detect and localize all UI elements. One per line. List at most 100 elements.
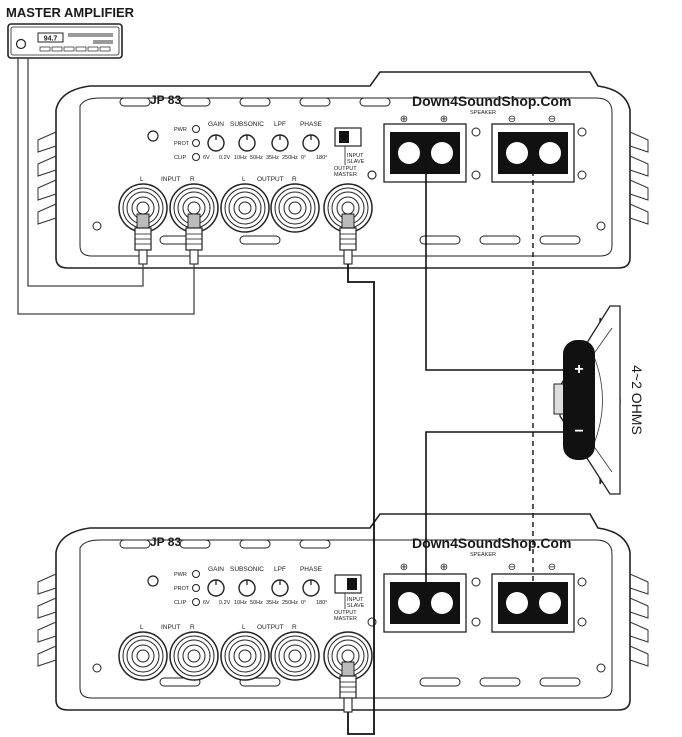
input-mode-switch[interactable]: INPUT SLAVE OUTPUT MASTER: [334, 127, 365, 178]
svg-text:0°: 0°: [301, 600, 306, 606]
svg-text:PWR: PWR: [174, 572, 187, 578]
svg-text:R: R: [190, 624, 195, 631]
amp-model: JP 83: [150, 535, 181, 549]
svg-text:SUBSONIC: SUBSONIC: [230, 121, 264, 128]
svg-text:250Hz: 250Hz: [282, 155, 298, 161]
indicator-leds: PWR PROT CLIP: [174, 570, 200, 606]
svg-text:35Hz: 35Hz: [266, 155, 279, 161]
svg-text:OUTPUT: OUTPUT: [257, 176, 284, 183]
output-l-jack[interactable]: [220, 183, 270, 233]
svg-text:PROT: PROT: [174, 141, 190, 147]
svg-text:SLAVE: SLAVE: [347, 603, 365, 609]
svg-text:10Hz: 10Hz: [234, 155, 247, 161]
subsonic-knob[interactable]: SUBSONIC 10Hz 50Hz: [230, 566, 264, 606]
svg-text:OUTPUT: OUTPUT: [334, 166, 357, 172]
svg-text:0°: 0°: [301, 155, 306, 161]
svg-text:OUTPUT: OUTPUT: [334, 610, 357, 616]
output-r-jack[interactable]: [270, 631, 320, 681]
subsonic-knob[interactable]: SUBSONIC 10Hz 50Hz: [230, 121, 264, 161]
svg-text:⊕: ⊕: [440, 114, 448, 125]
svg-text:GAIN: GAIN: [208, 566, 224, 573]
svg-text:50Hz: 50Hz: [250, 600, 263, 606]
diagram-title: MASTER AMPLIFIER: [6, 5, 135, 20]
phase-knob[interactable]: PHASE 0° 180°: [300, 121, 327, 161]
svg-text:PROT: PROT: [174, 586, 190, 592]
lpf-knob[interactable]: LPF 35Hz 250Hz: [266, 566, 298, 606]
svg-text:⊖: ⊖: [508, 562, 516, 573]
svg-text:L: L: [140, 624, 144, 631]
speaker-wires: [425, 153, 566, 603]
svg-text:6V: 6V: [203, 155, 210, 161]
amp-brand: Down4SoundShop.Com: [412, 535, 571, 551]
subwoofer-speaker: + − 4~2 OHMS: [553, 305, 645, 495]
svg-text:⊕: ⊕: [400, 114, 408, 125]
head-unit-display: 94.7: [44, 36, 58, 43]
gain-knob[interactable]: GAIN 6V 0.2V: [203, 121, 231, 161]
svg-text:OUTPUT: OUTPUT: [257, 624, 284, 631]
svg-text:⊕: ⊕: [440, 562, 448, 573]
knob-icon: [15, 38, 27, 50]
svg-text:⊕: ⊕: [400, 562, 408, 573]
svg-text:SUBSONIC: SUBSONIC: [230, 566, 264, 573]
svg-text:0.2V: 0.2V: [219, 155, 231, 161]
svg-text:⊖: ⊖: [508, 114, 516, 125]
svg-text:L: L: [140, 176, 144, 183]
svg-text:INPUT: INPUT: [161, 624, 181, 631]
indicator-leds: PWR PROT CLIP: [174, 125, 200, 161]
svg-text:INPUT: INPUT: [347, 597, 364, 603]
svg-text:180°: 180°: [316, 600, 327, 606]
output-l-jack[interactable]: [220, 631, 270, 681]
svg-text:R: R: [292, 624, 297, 631]
gain-knob[interactable]: GAIN 6V 0.2V: [203, 566, 231, 606]
speaker-label: SPEAKER: [470, 110, 496, 116]
slave-link-wire: [347, 264, 375, 735]
svg-text:250Hz: 250Hz: [282, 600, 298, 606]
svg-text:PHASE: PHASE: [300, 566, 323, 573]
amplifier-master: JP 83 Down4SoundShop.Com SPEAKER PWR PRO…: [37, 71, 649, 269]
svg-text:CLIP: CLIP: [174, 600, 187, 606]
lpf-knob[interactable]: LPF 35Hz 250Hz: [266, 121, 298, 161]
head-unit: 94.7: [7, 23, 123, 59]
output-labels: L OUTPUT R: [242, 176, 297, 183]
output-r-jack[interactable]: [270, 183, 320, 233]
svg-text:INPUT: INPUT: [161, 176, 181, 183]
input-labels: L INPUT R: [140, 624, 195, 631]
svg-text:50Hz: 50Hz: [250, 155, 263, 161]
svg-text:35Hz: 35Hz: [266, 600, 279, 606]
output-labels: L OUTPUT R: [242, 624, 297, 631]
svg-text:R: R: [190, 176, 195, 183]
input-wires: [17, 58, 195, 315]
amp-brand: Down4SoundShop.Com: [412, 93, 571, 109]
input-mode-switch[interactable]: INPUT SLAVE OUTPUT MASTER: [334, 574, 365, 622]
svg-text:CLIP: CLIP: [174, 155, 187, 161]
svg-text:PHASE: PHASE: [300, 121, 323, 128]
input-labels: L INPUT R: [140, 176, 195, 183]
svg-text:⊖: ⊖: [548, 562, 556, 573]
svg-text:R: R: [292, 176, 297, 183]
speaker-minus-label: −: [574, 423, 583, 440]
speaker-plus-label: +: [574, 361, 583, 378]
amplifier-slave: JP 83 Down4SoundShop.Com SPEAKER PWR PRO…: [37, 513, 649, 713]
svg-text:L: L: [242, 176, 246, 183]
speaker-impedance: 4~2 OHMS: [629, 365, 645, 435]
svg-text:LPF: LPF: [274, 566, 286, 573]
speaker-label: SPEAKER: [470, 552, 496, 558]
svg-text:PWR: PWR: [174, 127, 187, 133]
svg-text:⊖: ⊖: [548, 114, 556, 125]
amp-model: JP 83: [150, 93, 181, 107]
svg-text:SLAVE: SLAVE: [347, 159, 365, 165]
svg-text:LPF: LPF: [274, 121, 286, 128]
svg-text:10Hz: 10Hz: [234, 600, 247, 606]
phase-knob[interactable]: PHASE 0° 180°: [300, 566, 327, 606]
input-r-jack[interactable]: [169, 631, 219, 681]
svg-text:INPUT: INPUT: [347, 153, 364, 159]
svg-text:0.2V: 0.2V: [219, 600, 231, 606]
speaker-terminals: ⊕ ⊕ ⊖ ⊖: [367, 562, 587, 633]
input-l-jack[interactable]: [118, 631, 168, 681]
svg-text:MASTER: MASTER: [334, 172, 357, 178]
svg-text:MASTER: MASTER: [334, 616, 357, 622]
svg-text:6V: 6V: [203, 600, 210, 606]
svg-text:GAIN: GAIN: [208, 121, 224, 128]
svg-text:180°: 180°: [316, 155, 327, 161]
